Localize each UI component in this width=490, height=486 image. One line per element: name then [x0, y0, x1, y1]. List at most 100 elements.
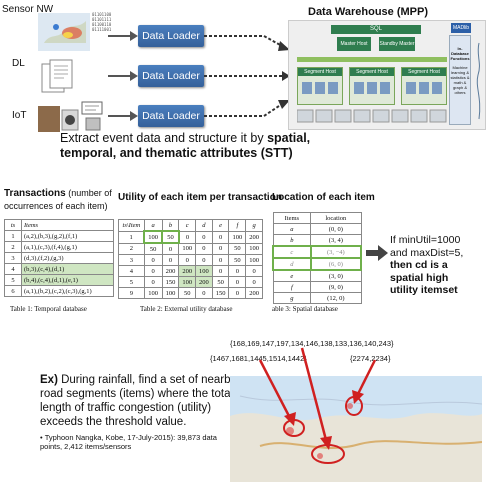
- sql-label: SQL: [369, 26, 382, 32]
- utility-cell: 50: [143, 242, 163, 255]
- utility-cell: 0: [161, 254, 180, 266]
- example-bullet-text: Typhoon Nangka, Kobe, 17-July-2015): 39,…: [40, 433, 217, 451]
- table-row: c(3, −4): [272, 245, 363, 259]
- utility-cell: 0: [161, 242, 180, 255]
- utility-cell: 0: [195, 254, 213, 266]
- result-text: If minUtil=1000 and maxDist=5, then cd i…: [390, 234, 488, 297]
- transactions-cell: 3: [4, 252, 22, 264]
- segment-host-2-label: Segment Host: [350, 68, 394, 76]
- sql-bar: SQL: [331, 25, 421, 34]
- utility-header: e: [211, 219, 230, 232]
- transactions-table: ts Items 1(a,2),(b,3),(g,2),(f,1) 2(a,1)…: [4, 219, 114, 297]
- data-loader-1: Data Loader: [138, 25, 204, 47]
- table-row: 6(a,1),(b,2),(c,2),(c,3),(g,1): [4, 285, 114, 297]
- utility-cell: 0: [228, 265, 247, 277]
- source-label-sensor: Sensor NW: [2, 4, 54, 15]
- utility-caption: Table 2: External utility database: [140, 305, 233, 313]
- extract-caption-bold-2: temporal, and thematic attributes (STT): [60, 146, 293, 160]
- utility-cell: 200: [161, 265, 180, 277]
- location-caption: able 3: Spatial database: [272, 305, 338, 313]
- segment-host-3: Segment Host: [401, 67, 447, 105]
- location-title: Location of each item: [272, 192, 375, 203]
- utility-cell: 100: [178, 242, 197, 255]
- utility-cell: 0: [211, 242, 230, 255]
- utility-cell: 2: [118, 242, 145, 255]
- utility-header: ts\Item: [118, 219, 145, 232]
- example-bullet: • Typhoon Nangka, Kobe, 17-July-2015): 3…: [40, 433, 240, 451]
- transactions-cell: (b,4),(c,4),(d,1),(e,1): [21, 274, 114, 286]
- utility-cell: 200: [245, 287, 263, 299]
- transactions-caption: Table 1: Temporal database: [10, 305, 87, 313]
- utility-cell: 100: [178, 276, 197, 288]
- location-cell: (6, 0): [309, 257, 363, 271]
- utility-cell: 200: [178, 265, 197, 277]
- segment-host-1-label: Segment Host: [298, 68, 342, 76]
- utility-cell: 9: [118, 287, 145, 299]
- table-row: 2(a,1),(c,3),(f,4),(g,1): [4, 241, 114, 253]
- utility-cell: 50: [228, 254, 247, 266]
- table-row: g(12, 0): [272, 292, 362, 304]
- result-arrow: [366, 245, 388, 261]
- example-body: During rainfall, find a set of nearby ro…: [40, 374, 237, 428]
- utility-cell: 0: [143, 265, 163, 277]
- utility-cell: 3: [118, 254, 145, 266]
- utility-cell: 0: [143, 254, 163, 266]
- transactions-cell: (d,3),(f,2),(g,3): [21, 252, 114, 264]
- location-cell: (0, 0): [310, 223, 362, 235]
- utility-cell: 0: [228, 276, 247, 288]
- location-cell: (3, −4): [309, 245, 363, 259]
- map-label-right: {2274,2234}: [350, 354, 391, 363]
- table-row: 2 50 0 100 0 0 50 100: [118, 242, 263, 255]
- location-cell: c: [272, 245, 312, 259]
- location-cell: f: [272, 281, 312, 293]
- location-header: location: [310, 212, 362, 224]
- utility-cell: 200: [195, 276, 213, 288]
- table-row: 4(b,3),(c,4),(d,1): [4, 263, 114, 275]
- utility-cell: 0: [228, 287, 247, 299]
- segment-host-2: Segment Host: [349, 67, 395, 105]
- transactions-cell: 6: [4, 285, 22, 297]
- utility-cell: 100: [228, 230, 247, 244]
- utility-cell: 0: [195, 242, 213, 255]
- table-row: 5 0 150 100 200 50 0 0: [118, 276, 263, 288]
- utility-cell: 150: [211, 287, 230, 299]
- table-row: 3(d,3),(f,2),(g,3): [4, 252, 114, 264]
- table-row: 1 100 50 0 0 0 100 200: [118, 230, 263, 244]
- utility-header: b: [161, 219, 180, 232]
- warehouse-diagram: SQL Master Host Standby Master Segment H…: [288, 20, 486, 130]
- transactions-cell: (a,2),(b,3),(g,2),(f,1): [21, 230, 114, 242]
- master-host-label: Master Host: [340, 41, 368, 47]
- utility-header: a: [143, 219, 163, 232]
- table-row: 5(b,4),(c,4),(d,1),(e,1): [4, 274, 114, 286]
- utility-header: f: [228, 219, 247, 232]
- utility-header: d: [195, 219, 213, 232]
- table-row: e(3, 0): [272, 269, 362, 282]
- extract-caption-bold-1: spatial,: [267, 131, 311, 145]
- location-table: Items location a(0, 0) b(3, 4) c(3, −4) …: [272, 212, 363, 304]
- utility-cell: 0: [245, 265, 263, 277]
- table-row: f(9, 0): [272, 281, 362, 293]
- utility-cell: 100: [161, 287, 180, 299]
- utility-header: c: [178, 219, 197, 232]
- loader-arrows: [204, 35, 290, 117]
- master-host: Master Host: [337, 37, 371, 51]
- utility-cell: 0: [178, 254, 197, 266]
- location-cell: g: [272, 292, 312, 304]
- utility-cell: 100: [245, 242, 263, 255]
- function-row: [296, 109, 447, 123]
- madlib-logo: MADlib: [451, 23, 471, 33]
- extract-caption-prefix: Extract event data and structure it by: [60, 131, 268, 145]
- utility-cell: 0: [211, 265, 230, 277]
- interconnect-bar: [297, 57, 447, 62]
- utility-cell: 0: [143, 276, 163, 288]
- table-row: d(6, 0): [272, 257, 363, 271]
- example-text: Ex) During rainfall, find a set of nearb…: [40, 373, 240, 429]
- data-loader-3: Data Loader: [138, 105, 204, 127]
- standby-master-label: Standby Master: [379, 41, 415, 47]
- location-cell: (12, 0): [310, 292, 362, 304]
- location-header: Items: [272, 212, 312, 224]
- bullet-icon: •: [40, 433, 45, 442]
- transactions-cell: (a,1),(c,3),(f,4),(g,1): [21, 241, 114, 253]
- utility-cell: 0: [195, 287, 213, 299]
